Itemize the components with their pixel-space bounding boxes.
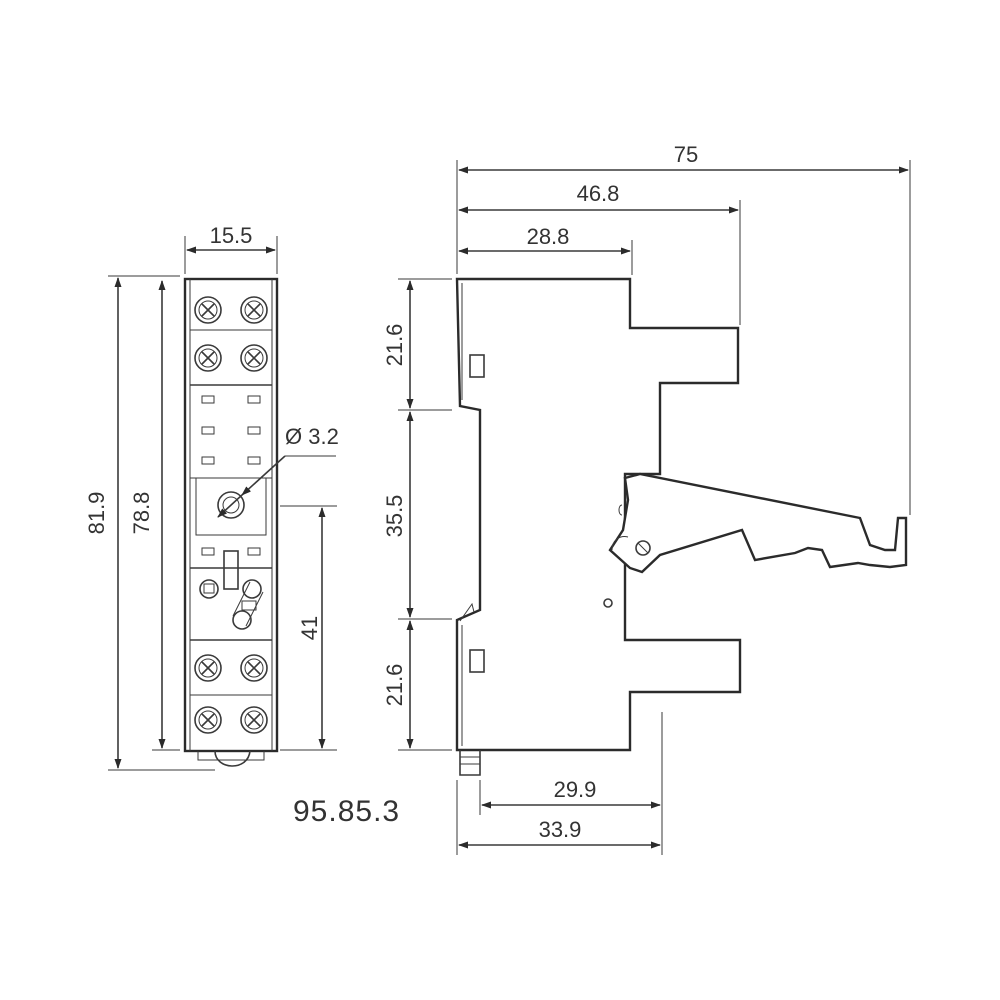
dim-hole-label: Ø 3.2 [285,424,339,449]
model-code: 95.85.3 [293,795,400,828]
socket-pin-slots [201,395,261,465]
side-window-bottom [469,649,485,673]
dim-height-bottom-label: 21.6 [382,664,407,707]
dim-overall-height-label: 81.9 [84,492,109,535]
front-view: 15.5 81.9 78.8 41 Ø 3.2 [84,223,339,771]
din-rail-foot [459,750,481,776]
side-pin-hole [603,598,613,608]
terminal-screw-icon [240,654,268,682]
dim-hole-to-bottom-label: 41 [297,616,322,640]
terminal-screw-icon [240,344,268,372]
fixing-hole-icon [217,491,245,519]
release-clip [214,750,251,767]
terminal-screw-icon [194,654,222,682]
terminal-screw-icon [194,706,222,734]
dim-leader-hole [241,455,286,496]
terminal-screw-icon [194,296,222,324]
dim-depth-mid-label: 46.8 [577,181,620,206]
dim-depth-top-label: 28.8 [527,224,570,249]
dim-body-height-label: 78.8 [129,492,154,535]
terminal-screw-icon [194,344,222,372]
terminal-screw-icon [240,706,268,734]
side-view: 75 46.8 28.8 21.6 35.5 21.6 29.9 33.9 [382,142,911,855]
dim-depth-bottom-outer-label: 33.9 [539,817,582,842]
retaining-clip-arm [608,472,908,574]
coil-terminal-icons [199,579,264,630]
dim-height-top-label: 21.6 [382,324,407,367]
terminal-screw-icon [240,296,268,324]
dim-width-label: 15.5 [210,223,253,248]
dim-height-mid-label: 35.5 [382,495,407,538]
dim-depth-bottom-inner-label: 29.9 [554,777,597,802]
retaining-clip [223,550,239,590]
dim-depth-total-label: 75 [674,142,698,167]
side-body-outline [455,277,742,752]
clip-pivot-icon [635,540,651,556]
side-window-top [469,354,485,378]
